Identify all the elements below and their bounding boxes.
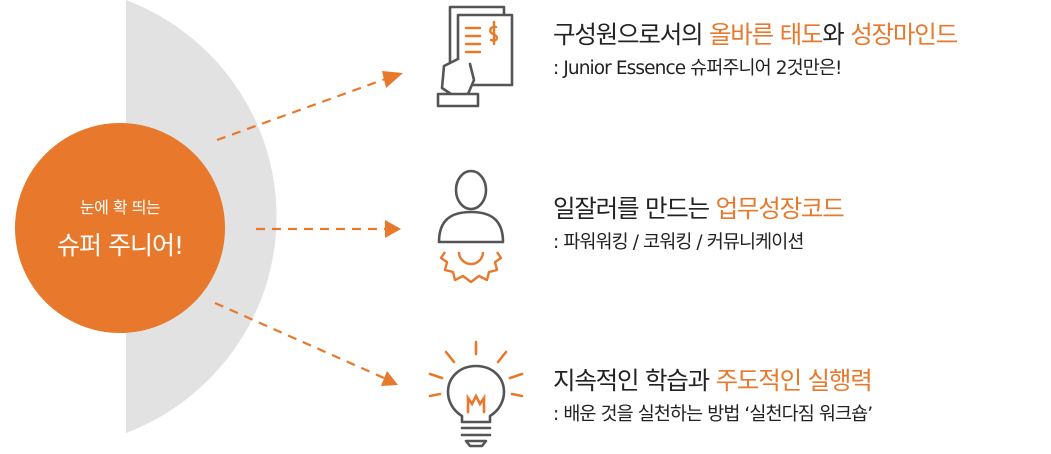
item-3-title-highlight: 주도적인 실행력 [715,366,873,395]
center-subtitle: 눈에 확 띄는 [79,198,161,217]
item-1-description: : Junior Essence 슈퍼주니어 2것만은! [553,57,842,79]
item-1-title-prefix: 구성원으로서의 [553,20,709,49]
arrow-to-item-1 [216,76,389,142]
center-title: 슈퍼 주니어! [57,231,184,260]
item-2-title-prefix: 일잘러를 만드는 [553,194,716,223]
item-2-title-highlight: 업무성장코드 [715,194,845,223]
orange-circle [15,123,225,333]
item-1-title-highlight-attitude: 올바른 태도 [708,20,824,49]
item-2-title: 일잘러를 만드는 업무성장코드 [553,194,845,223]
item-1-title-middle: 와 [822,20,851,49]
person-gear-icon [437,169,505,284]
item-3-description: : 배운 것을 실천하는 방법 ‘실천다짐 워크숍’ [553,403,873,425]
center-label: 눈에 확 띄는 슈퍼 주니어! [15,123,225,333]
arrow-head-1 [382,71,403,88]
lightbulb-icon [428,340,524,448]
item-behavior: 구성원으로서의 올바른 태도와 성장마인드 : Junior Essence 슈… [553,20,958,79]
item-3-title-prefix: 지속적인 학습과 [553,366,716,395]
item-work-growth: 일잘러를 만드는 업무성장코드 : 파워워킹 / 코워킹 / 커뮤니케이션 [553,194,845,253]
document-hand-icon [436,5,514,108]
item-1-title: 구성원으로서의 올바른 태도와 성장마인드 [553,20,958,49]
item-3-title: 지속적인 학습과 주도적인 실행력 [553,366,873,395]
arrow-head-2 [385,220,401,238]
item-2-description: : 파워워킹 / 코워킹 / 커뮤니케이션 [553,231,804,253]
arrow-head-3 [381,371,398,386]
item-learning: 지속적인 학습과 주도적인 실행력 : 배운 것을 실천하는 방법 ‘실천다짐 … [553,366,873,425]
item-1-title-highlight-mindset: 성장마인드 [850,20,958,49]
